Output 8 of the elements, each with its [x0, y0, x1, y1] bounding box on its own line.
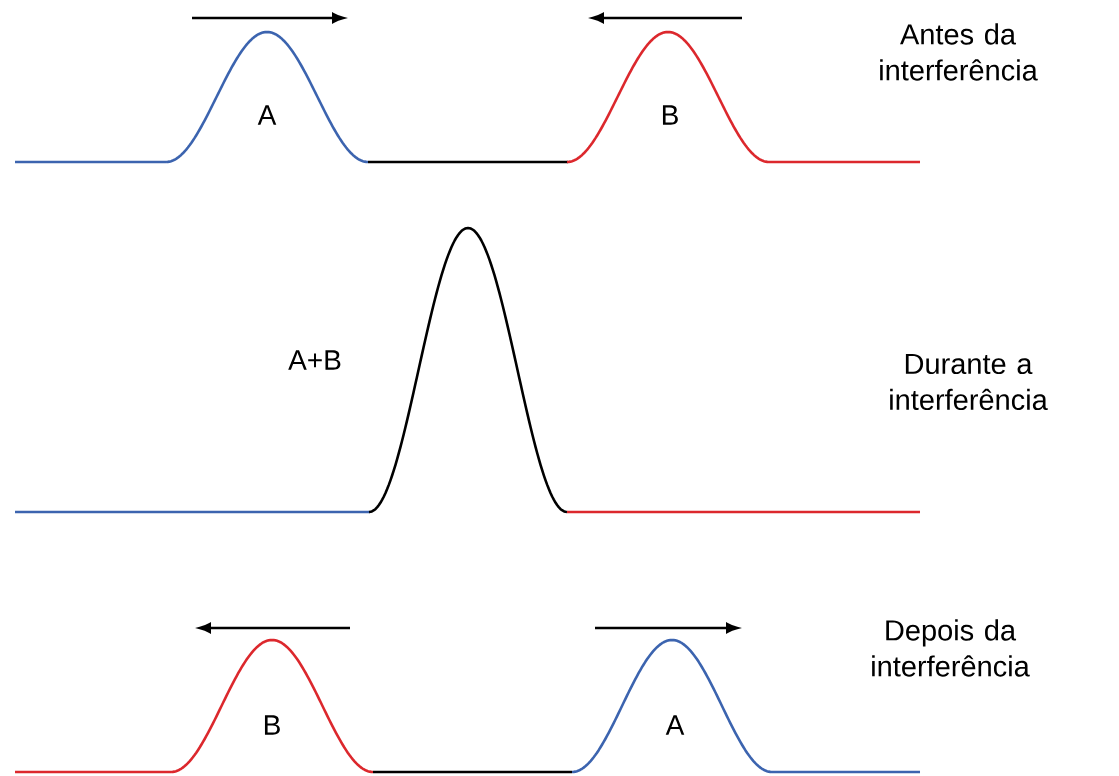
pulse-label: A: [257, 105, 277, 125]
stage-label: Durante a interferência: [890, 353, 1048, 411]
stage-label: Antes da interferência: [880, 23, 1038, 81]
stage-label: Depois da interferência: [872, 619, 1030, 677]
pulse-label: B: [264, 715, 280, 735]
pulse-label: A+B: [288, 350, 341, 370]
pulse-label: A: [665, 715, 685, 735]
pulse-label: B: [662, 105, 678, 125]
